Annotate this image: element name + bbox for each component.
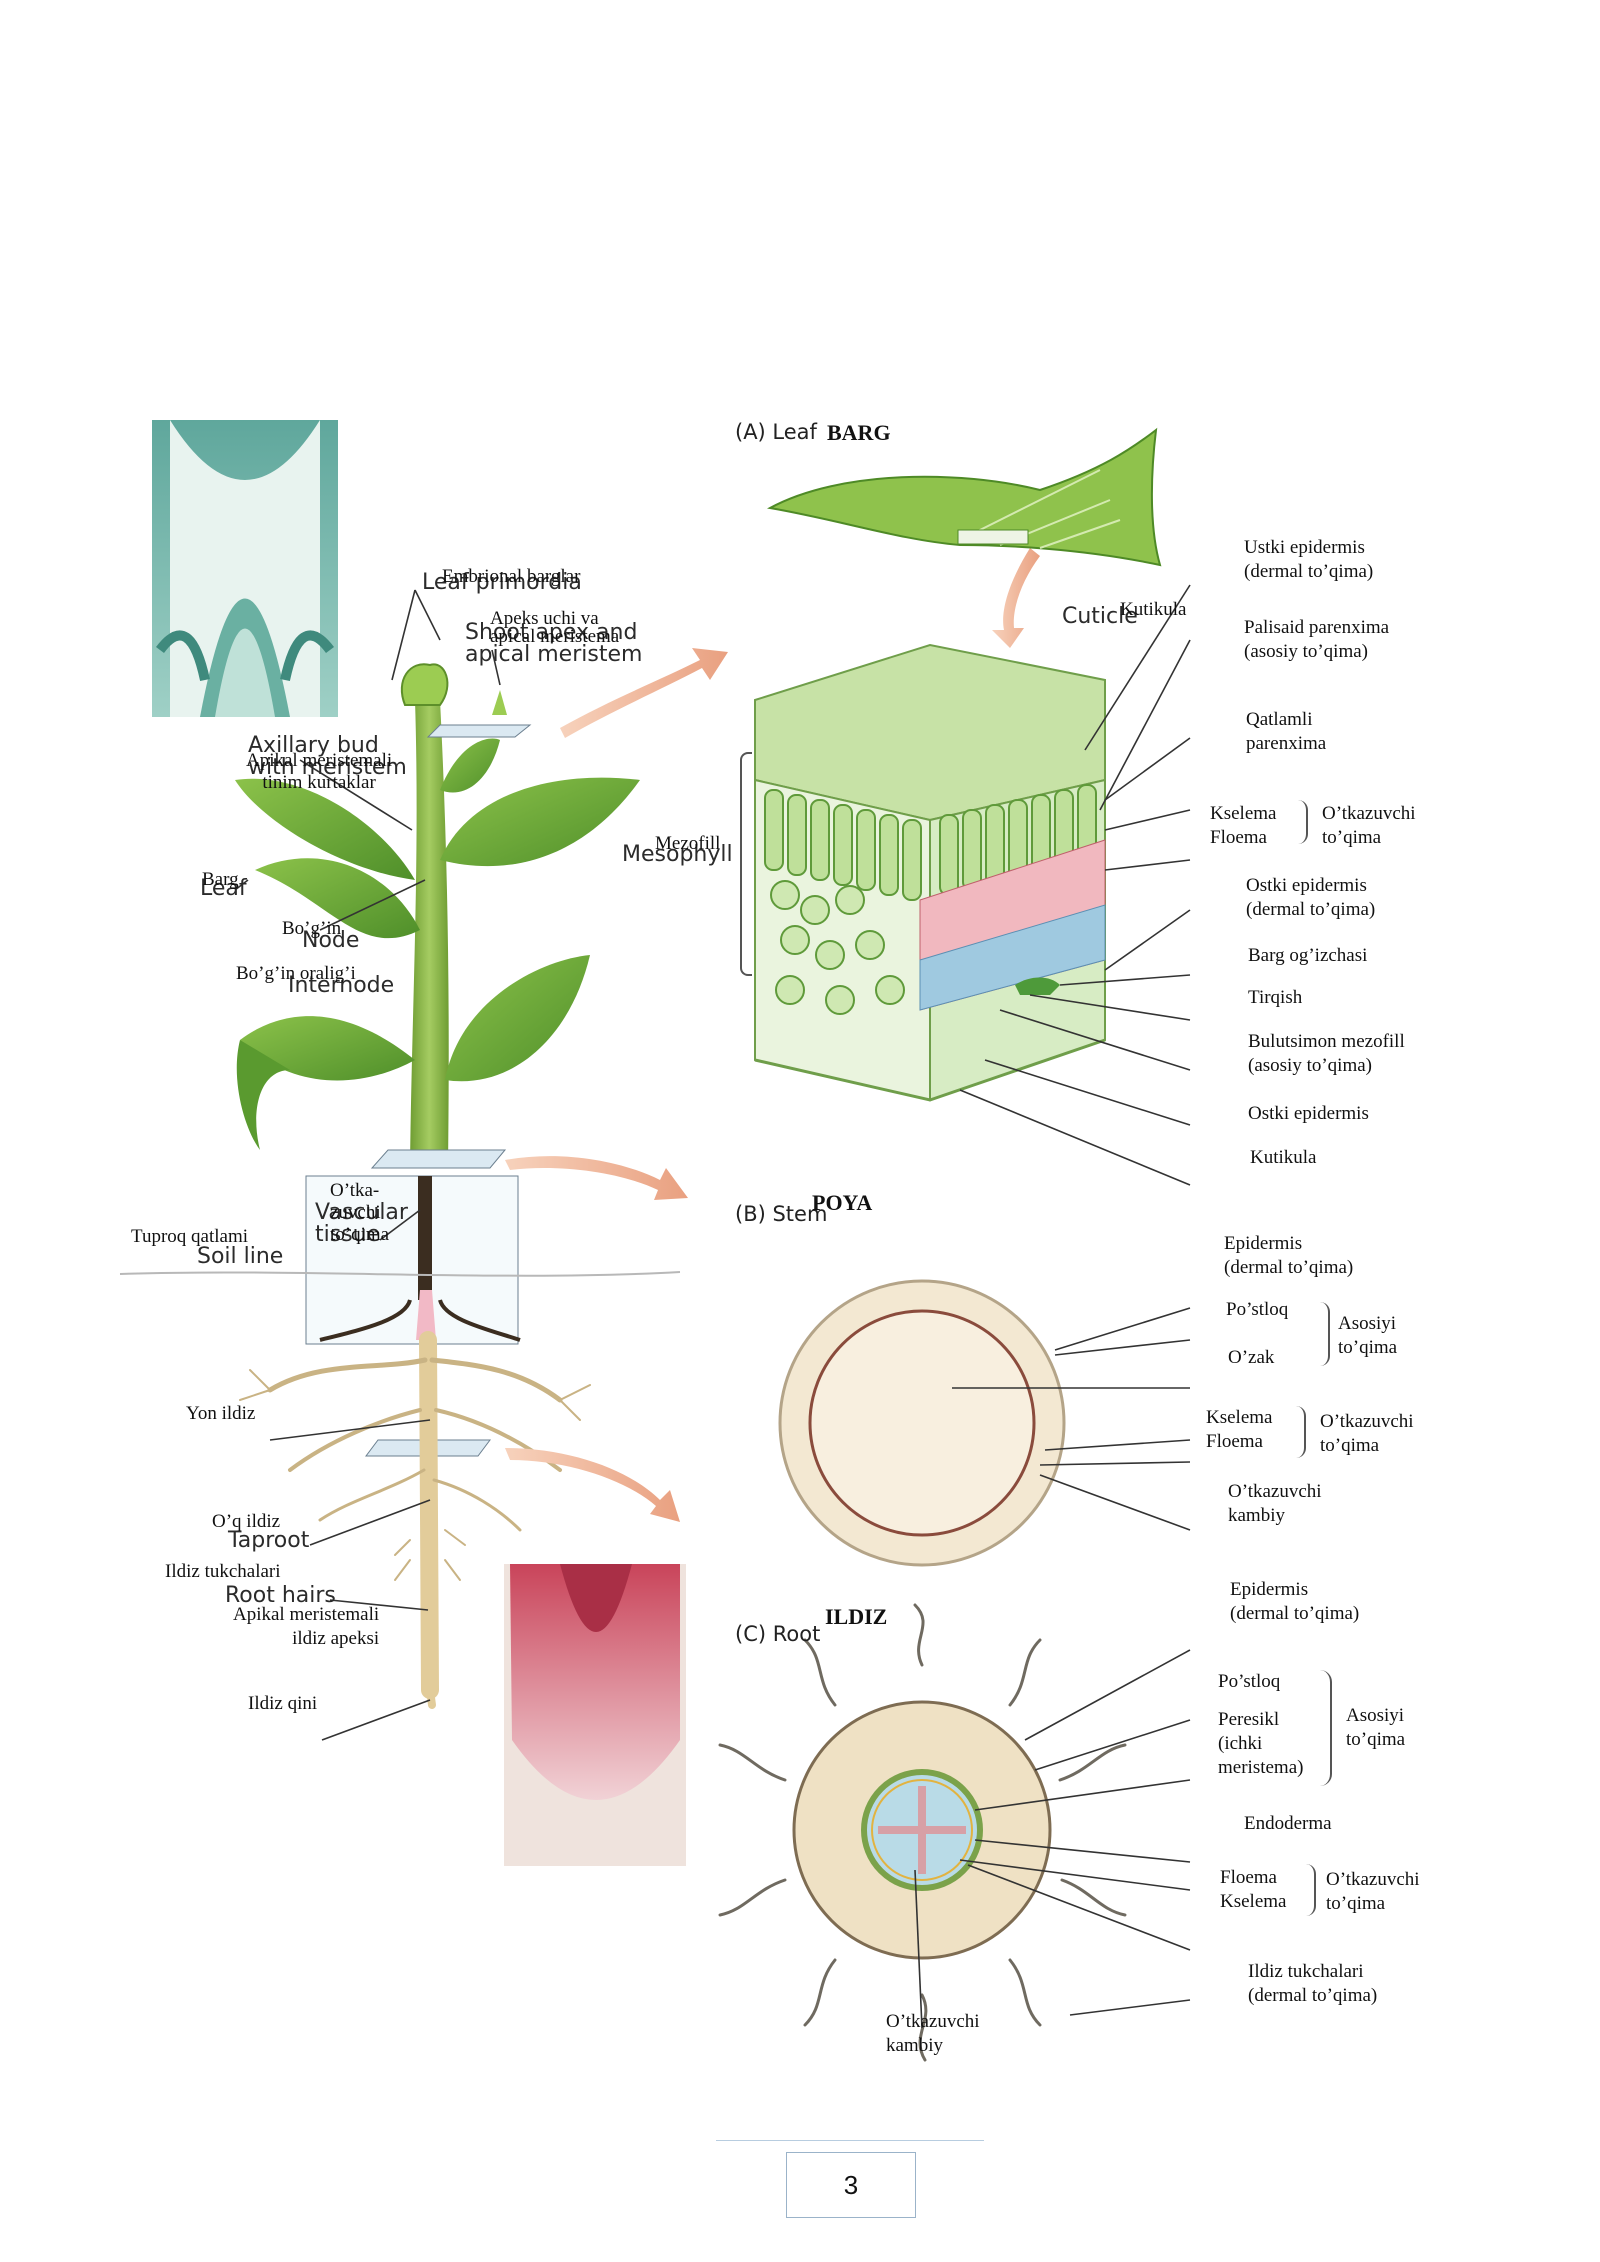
stem-label-otkazuvchi: O’tkazuvchi to’qima (1320, 1411, 1414, 1456)
stem-label-kselema-floema: Kselema Floema (1206, 1407, 1273, 1452)
vascular-tissue-box (305, 1175, 521, 1345)
ildiz-qini-label: Ildiz qini (248, 1693, 318, 1714)
leaf-label-tirqish: Tirqish (1248, 987, 1303, 1008)
root-label-endoderma: Endoderma (1244, 1813, 1332, 1834)
root-apex-micrograph (504, 1564, 686, 1866)
oq-ildiz-label: O’q ildiz (212, 1511, 281, 1532)
stem-label-kambiy: O’tkazuvchi kambiy (1228, 1481, 1322, 1526)
leaf-label-ustki-epidermis: Ustki epidermis (dermal to’qima) (1244, 537, 1374, 582)
leaf-label-kselema-floema: Kselema Floema (1210, 803, 1277, 848)
shoot-apex-label: Shoot apex and apical meristem (465, 620, 643, 667)
kutikula-top-label: Kutikula (1120, 599, 1187, 620)
yon-ildiz-label: Yon ildiz (186, 1403, 256, 1424)
page-banner-ribbon (716, 2140, 984, 2191)
leaf-label-ostki-epidermis-dermal: Ostki epidermis (dermal to’qima) (1246, 875, 1376, 920)
barg-title: BARG (827, 420, 891, 445)
root-label-floema-kselema: Floema Kselema (1220, 1867, 1287, 1912)
leaf-cross-section (754, 643, 1106, 1102)
stem-vascular-brace (1294, 1406, 1306, 1458)
stem-panel-header: (B) Stem (735, 1202, 828, 1226)
stem-label-ozak: O’zak (1228, 1347, 1275, 1368)
stem-label-asosiyi: Asosiyi to’qima (1338, 1313, 1398, 1358)
axillary-bud-label: Axillary bud with meristem (248, 733, 407, 780)
leaf-label-bulutsimon: Bulutsimon mezofill (asosiy to’qima) (1248, 1031, 1405, 1076)
leaf-label-barg-ogizchasi: Barg og’izchasi (1248, 945, 1368, 966)
leaf-blade-drawing (766, 427, 1162, 567)
poya-title: POYA (812, 1190, 873, 1215)
barg-label: Barg (202, 869, 239, 890)
bogin-oraligi-label: Bo’g’in oralig’i (236, 963, 356, 984)
cuticle-label: Cuticle (1062, 604, 1138, 629)
leaf-label-ostki-epidermis: Ostki epidermis (1248, 1103, 1369, 1124)
otkazuvchi-toqima-label: O’tka- zuvchi to’qima (330, 1180, 390, 1245)
root-label-ildiz-tukchalari: Ildiz tukchalari (dermal to’qima) (1248, 1961, 1378, 2006)
leaf-label-kutikula: Kutikula (1250, 1147, 1317, 1168)
stem-cross-section (778, 1279, 1066, 1567)
stem-label-epidermis: Epidermis (dermal to’qima) (1224, 1233, 1354, 1278)
leader-lines (234, 584, 1191, 2029)
root-label-peresikl: Peresikl (ichki meristema) (1218, 1709, 1304, 1778)
stem-label-postloq: Po’stloq (1226, 1299, 1289, 1320)
root-system (239, 1331, 591, 1709)
apeks-uchi-label: Apeks uchi va apical meristema (490, 608, 620, 647)
tuproq-qatlami-label: Tuproq qatlami (131, 1226, 248, 1247)
leaf-label-palisaid: Palisaid parenxima (asosiy to’qima) (1244, 617, 1390, 662)
soil-line (119, 1271, 681, 1277)
plant-shoot (235, 663, 640, 1457)
internode-label: Internode (288, 973, 395, 998)
leaf-label-otkazuvchi: O’tkazuvchi to’qima (1322, 803, 1416, 848)
embrional-barglar-label: Embrional barglar (442, 566, 581, 587)
root-label-kambiy: O’tkazuvchi kambiy (886, 2011, 980, 2056)
ildiz-title: ILDIZ (825, 1604, 888, 1629)
taproot-label: Taproot (228, 1528, 310, 1553)
node-label: Node (302, 928, 360, 953)
leaf-panel-header: (A) Leaf (735, 420, 817, 444)
page-number: 3 (786, 2152, 916, 2218)
mesophyll-label: Mesophyll (622, 842, 733, 867)
root-label-otkazuvchi: O’tkazuvchi to’qima (1326, 1869, 1420, 1914)
leaf-vascular-brace (1296, 800, 1308, 844)
ildiz-tukchalari-plant-label: Ildiz tukchalari (165, 1561, 281, 1582)
stem-ground-brace (1318, 1302, 1330, 1366)
mezofill-label: Mezofill (655, 833, 721, 854)
mesophyll-brace (740, 752, 752, 976)
leaf-primordia-label: Leaf primordia (422, 570, 582, 595)
shoot-apex-micrograph (152, 420, 338, 717)
root-vascular-brace (1304, 1864, 1316, 1916)
vascular-tissue-label: Vascular tissue (315, 1200, 408, 1247)
section-arrows (505, 548, 1040, 1522)
root-ground-brace (1318, 1670, 1332, 1786)
leaf-label-qatlamli: Qatlamli parenxima (1246, 709, 1327, 754)
root-cross-section (718, 1603, 1127, 2062)
apikal-tinim-label: Apikal meristemali tinim kurtaklar (246, 750, 393, 793)
leaf-label: Leaf (200, 876, 247, 901)
bogin-label: Bo’g’in (282, 918, 342, 939)
soil-line-label: Soil line (197, 1244, 284, 1269)
root-panel-header: (C) Root (735, 1622, 821, 1646)
root-hairs-label: Root hairs (225, 1583, 336, 1608)
root-label-asosiyi: Asosiyi to’qima (1346, 1705, 1406, 1750)
root-label-epidermis: Epidermis (dermal to’qima) (1230, 1579, 1360, 1624)
root-label-postloq: Po’stloq (1218, 1671, 1281, 1692)
apikal-ildiz-label: Apikal meristemali ildiz apeksi (233, 1604, 380, 1649)
